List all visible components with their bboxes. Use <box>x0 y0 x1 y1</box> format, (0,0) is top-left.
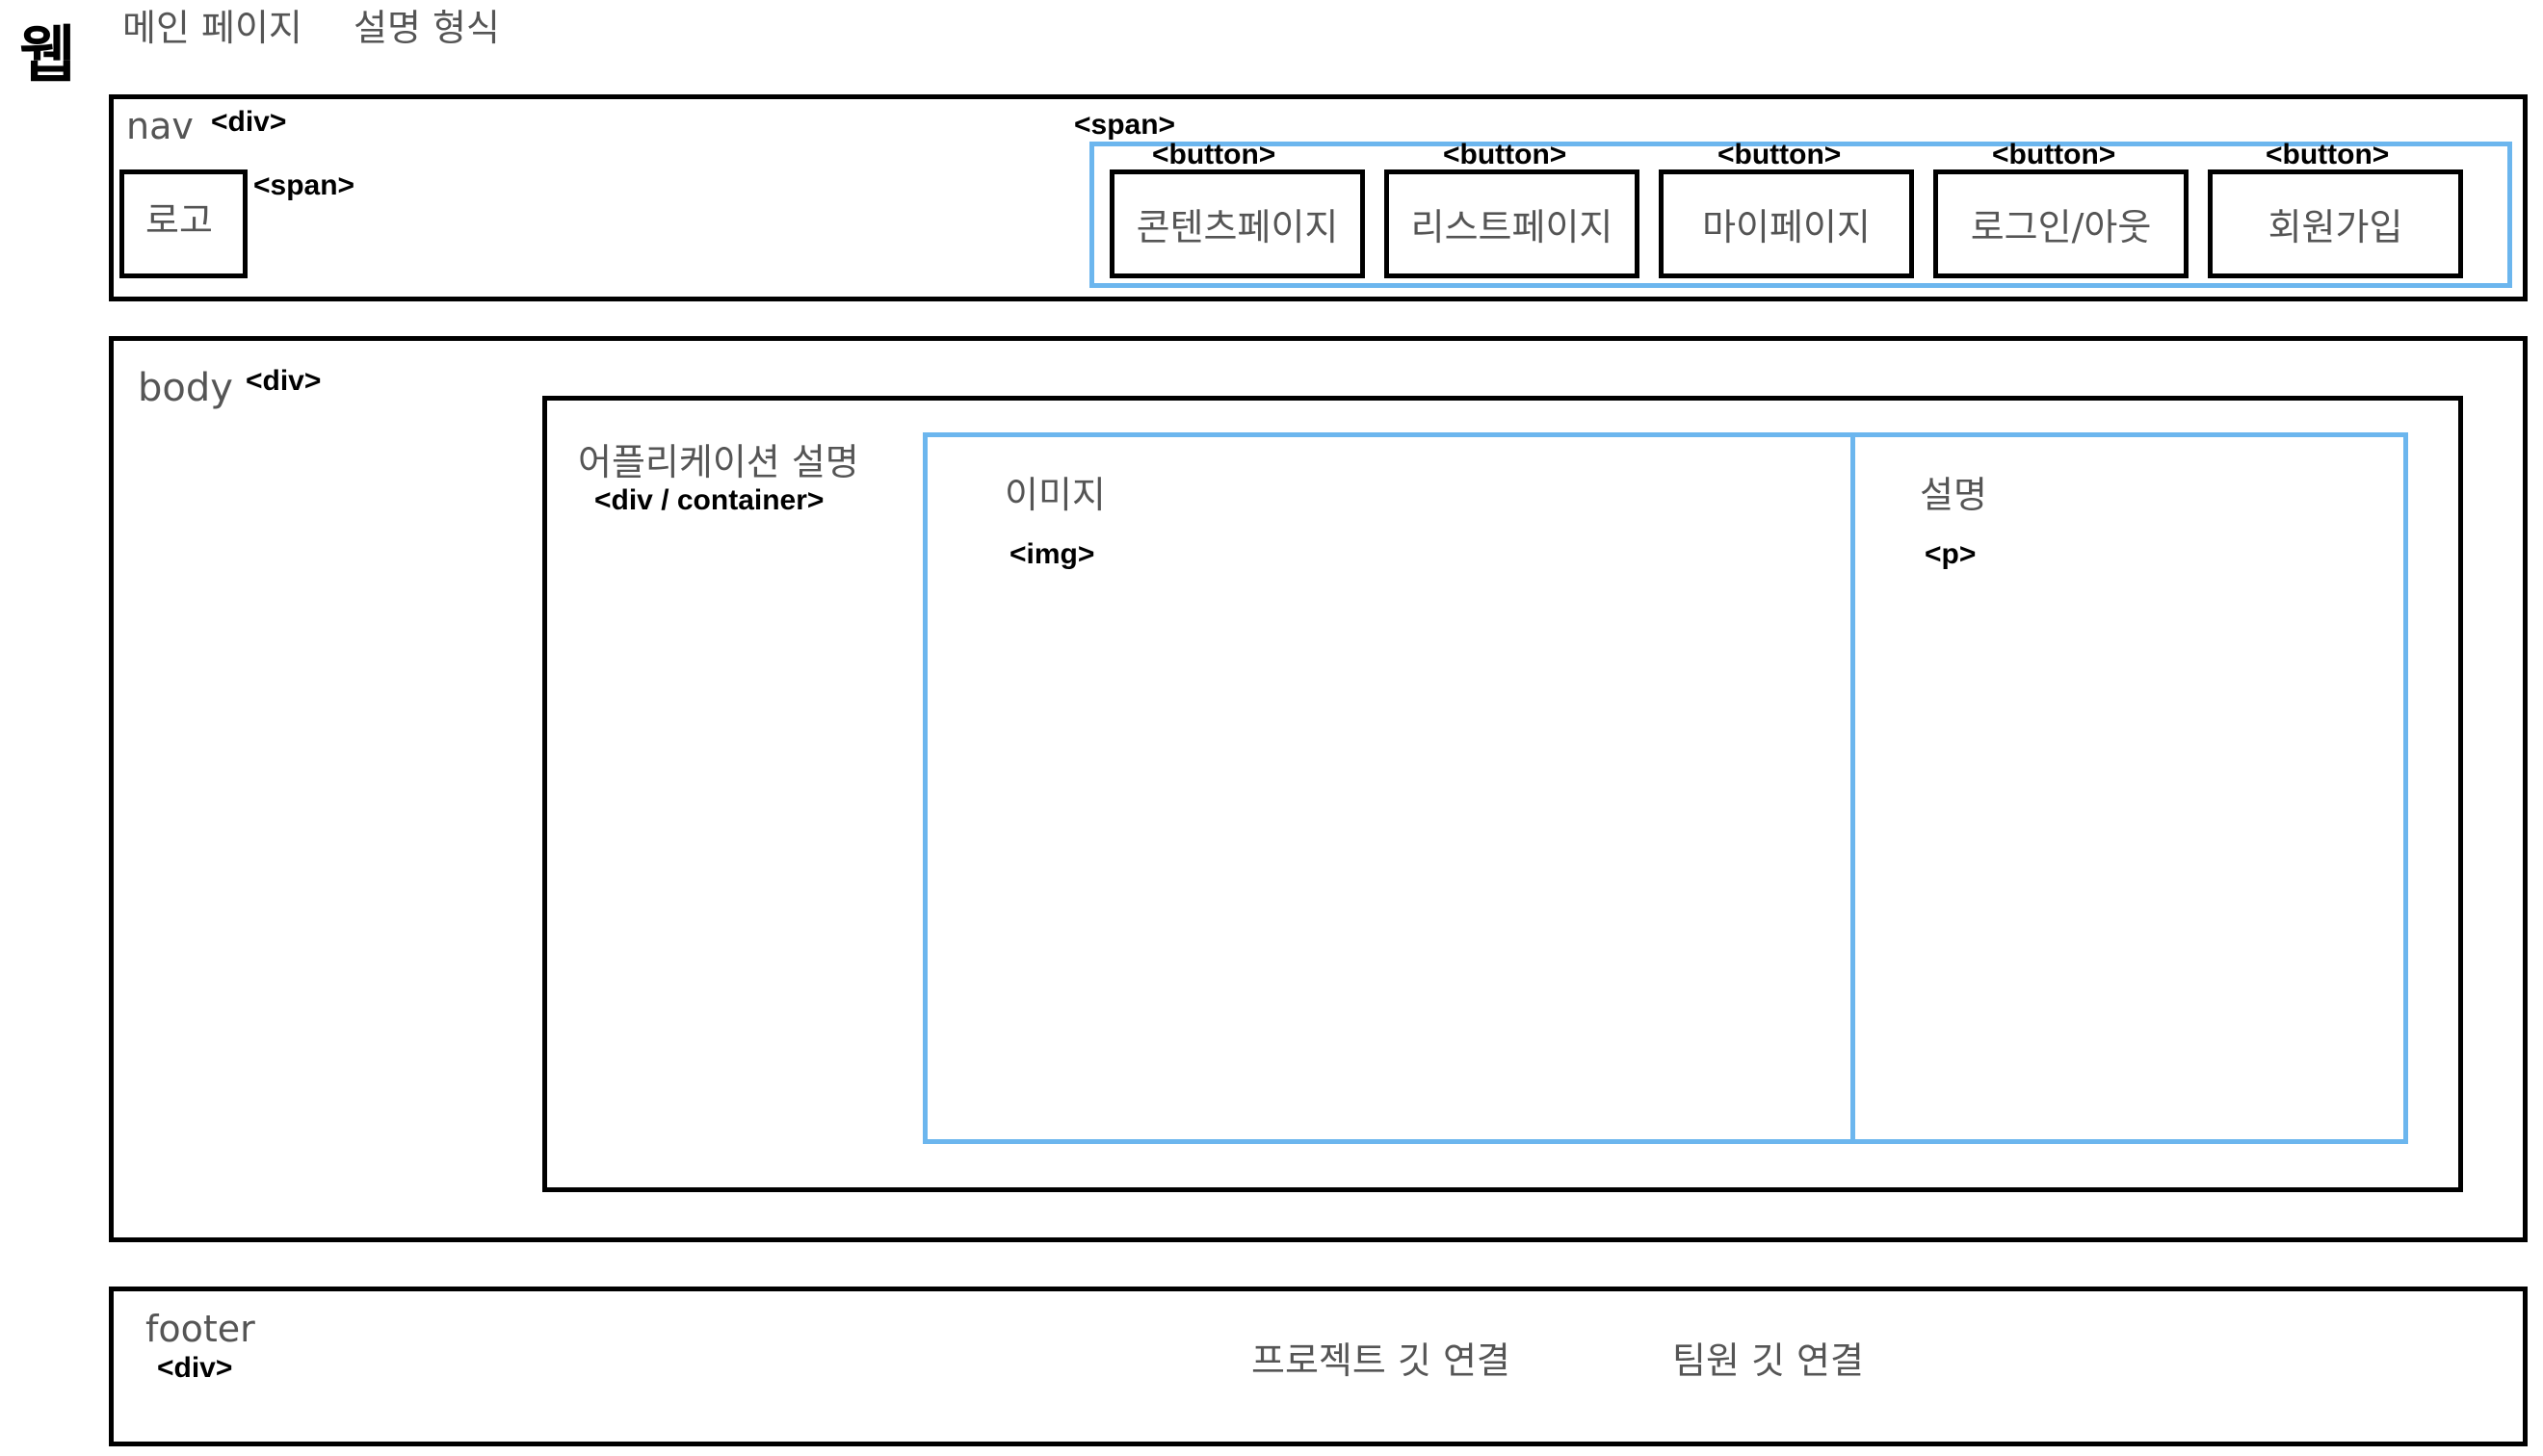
container-box <box>542 396 2463 1192</box>
signup-button[interactable]: 회원가입 <box>2208 169 2463 278</box>
list-page-button[interactable]: 리스트페이지 <box>1384 169 1639 278</box>
button-tag: <button> <box>1152 139 1276 170</box>
container-tag: <div / container> <box>594 484 825 516</box>
button-group-box <box>1089 142 2512 288</box>
button-tag: <button> <box>1443 139 1567 170</box>
body-tag: <div> <box>246 365 322 397</box>
button-group-tag: <span> <box>1074 109 1176 141</box>
body-box <box>109 336 2528 1242</box>
logo-tag: <span> <box>253 169 355 201</box>
button-tag: <button> <box>1717 139 1842 170</box>
button-tag: <button> <box>1992 139 2116 170</box>
footer-tag: <div> <box>157 1352 233 1384</box>
nav-box <box>109 94 2528 301</box>
footer-box <box>109 1287 2528 1446</box>
body-label: body <box>138 366 233 410</box>
nav-tag: <div> <box>211 106 287 138</box>
container-label: 어플리케이션 설명 <box>578 441 859 483</box>
description-box <box>1850 432 2408 1144</box>
image-label: 이미지 <box>1005 474 1106 516</box>
page-subtitle: 설명 형식 <box>354 7 500 49</box>
page-title: 메인 페이지 <box>122 7 302 49</box>
logo-label: 로고 <box>145 199 213 242</box>
logo-box[interactable] <box>119 169 248 278</box>
footer-label: footer <box>145 1308 255 1350</box>
project-git-link[interactable]: 프로젝트 깃 연결 <box>1251 1339 1510 1382</box>
my-page-button[interactable]: 마이페이지 <box>1659 169 1914 278</box>
web-icon-label: 웹 <box>19 20 76 91</box>
nav-label: nav <box>126 105 194 147</box>
login-logout-button[interactable]: 로그인/아웃 <box>1933 169 2189 278</box>
content-page-button[interactable]: 콘텐츠페이지 <box>1110 169 1365 278</box>
description-label: 설명 <box>1920 474 1987 516</box>
image-tag: <img> <box>1009 538 1095 570</box>
team-git-link[interactable]: 팀원 깃 연결 <box>1672 1339 1864 1382</box>
description-tag: <p> <box>1925 538 1977 570</box>
button-tag: <button> <box>2266 139 2390 170</box>
